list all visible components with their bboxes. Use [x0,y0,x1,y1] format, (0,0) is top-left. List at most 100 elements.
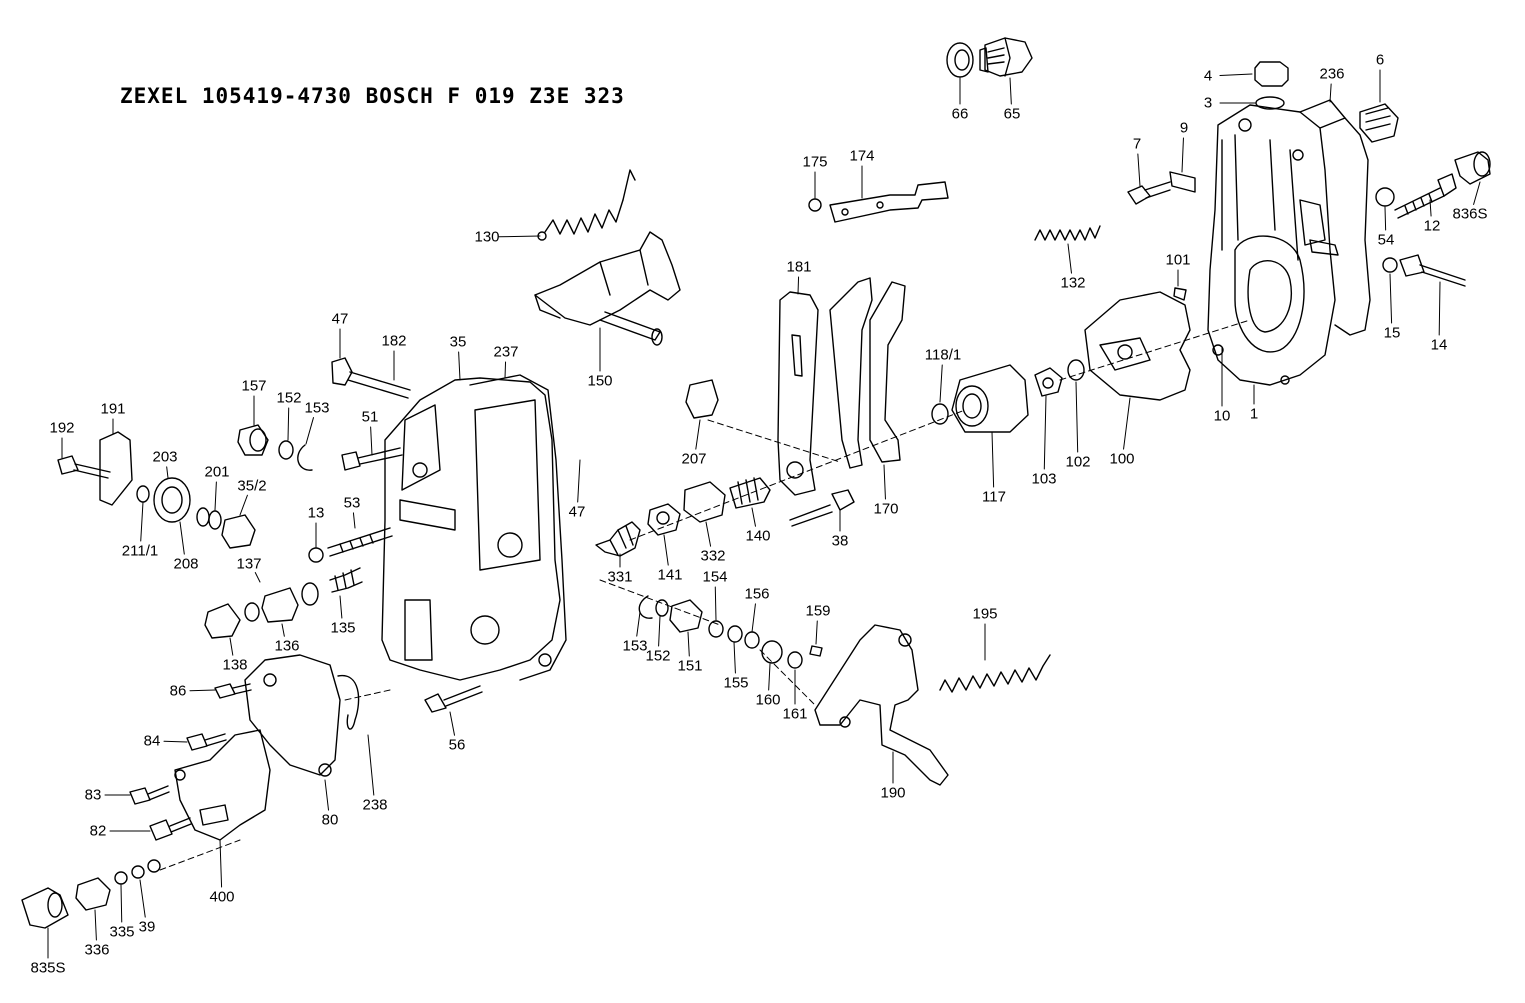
part-181-lever [777,291,819,496]
callout-label: 47 [568,503,586,521]
callout-label: 157 [241,377,267,395]
callout-leader [352,512,356,529]
part-9-bracket [1169,171,1196,193]
callout-leader [705,521,712,547]
callout-leader [883,464,886,500]
callout-label: 56 [448,736,466,754]
callout-leader [139,879,146,918]
callout-label: 103 [1031,470,1057,488]
part-175-screw [808,198,822,212]
assembly-lines [159,319,1251,871]
callout-leader [663,534,669,566]
part-47-bolt-top [331,357,411,399]
callout-label: 140 [745,527,771,545]
callout-label: 208 [173,555,199,573]
part-136-fitting [261,587,299,623]
callout-label: 1 [1249,405,1259,423]
part-54-nut [1375,187,1395,207]
part-35-pump-body [381,377,561,681]
callout-leader [324,779,330,811]
callout-leader [577,459,581,503]
part-51-bolt [341,447,403,471]
callout-label: 80 [321,811,339,829]
callout-leader [219,839,223,888]
callout-label: 82 [89,822,107,840]
callout-label: 4 [1203,67,1213,85]
callout-label: 159 [805,602,831,620]
part-103-nut [1034,367,1063,397]
part-12-screw [1394,173,1457,219]
callout-label: 155 [723,674,749,692]
part-161-washer [787,651,803,669]
part-39-nut [131,859,161,879]
callout-label: 65 [1003,105,1021,123]
callout-leader [287,407,290,441]
callout-label: 137 [236,555,262,573]
callout-label: 141 [657,566,683,584]
part-150-lever-assembly [534,231,681,346]
callout-leader [991,431,995,488]
part-191-bracket [99,431,133,506]
part-7-bolt [1127,181,1171,205]
part-66-washer [946,42,974,78]
part-117-sleeve [951,364,1029,433]
callout-label: 331 [607,568,633,586]
callout-label: 47 [331,310,349,328]
part-82-bolt [149,817,192,841]
callout-label: 152 [276,389,302,407]
part-332-fitting [683,481,726,523]
callout-label: 236 [1319,65,1345,83]
part-14-stud [1399,254,1466,287]
callout-leader [1009,77,1012,105]
part-132-spring [1034,225,1101,241]
callout-leader [189,689,216,692]
callout-label: 54 [1377,231,1395,249]
callout-leader [94,909,97,941]
callout-leader [140,501,144,542]
callout-leader [1438,281,1441,336]
part-100-flyweight [1084,291,1191,401]
callout-label: 156 [744,585,770,603]
callout-leader [1329,83,1332,103]
part-211-1-washer [136,485,150,503]
callout-leader [163,740,188,743]
callout-label: 51 [361,408,379,426]
part-101-key [1173,287,1187,301]
callout-label: 100 [1109,450,1135,468]
callout-label: 38 [831,532,849,550]
part-153-clip [297,444,313,471]
callout-leader [281,623,285,637]
callout-label: 336 [84,941,110,959]
part-154-washer [708,620,724,638]
callout-leader [733,641,736,674]
callout-label: 66 [951,105,969,123]
callout-label: 84 [143,732,161,750]
part-137-washer-b [244,602,260,622]
callout-label: 86 [169,682,187,700]
part-238-oring [337,675,360,730]
part-56-bolt [424,685,483,713]
callout-leader [714,586,717,621]
callout-label: 14 [1430,336,1448,354]
leader-lines [47,69,1481,959]
part-157-fitting [237,424,269,456]
part-237-gasket [469,374,567,681]
callout-label: 400 [209,888,235,906]
part-170-levers [829,277,906,469]
callout-leader [458,351,461,381]
callout-label: 132 [1060,274,1086,292]
callout-leader [214,481,217,511]
part-836S-cap [1454,151,1491,185]
part-192-bolt [57,455,111,479]
callout-label: 9 [1179,119,1189,137]
callout-label: 151 [677,657,703,675]
callout-label: 170 [873,500,899,518]
callout-label: 211/1 [121,542,159,560]
part-335-washer [114,871,128,885]
callout-label: 191 [100,400,126,418]
callout-label: 117 [982,488,1006,506]
callout-label: 207 [681,450,707,468]
part-835S-cap [21,887,69,929]
callout-leader [504,361,507,379]
callout-leader [1043,395,1047,470]
